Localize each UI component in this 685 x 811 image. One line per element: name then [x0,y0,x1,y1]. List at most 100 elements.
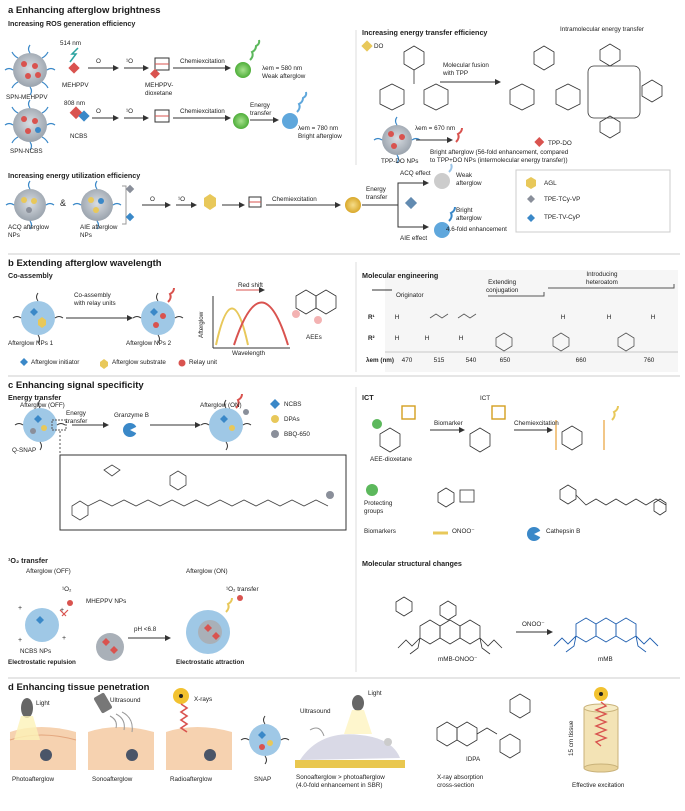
spn-mehppv-label: SPN-MEHPPV [6,94,48,101]
legend-bbq650: BBQ-650 [284,431,310,438]
mehppv-dioxetane: MEHPPV- dioxetane [145,82,174,97]
r1-cell: H [606,314,612,321]
mmb-structure [553,617,659,653]
xrays-label: X-rays [194,696,213,703]
legend-tpe-tcy-vp: TPE-TCy-VP [544,196,581,203]
chemi-label-c: Chemiexcitation [514,420,559,427]
do-label: DO [374,43,384,50]
cathepsin-label: Cathepsin B [546,528,581,535]
sono-comparison: Sonoafterglow > photoafterglow (4.0-fold… [296,774,385,789]
snap-label: SNAP [254,776,272,783]
hv-green-glow [235,62,251,78]
lambda-cell: 515 [433,357,445,364]
np-spn-ncbs [4,99,56,151]
np1-label: Afterglow NPs 1 [8,340,54,347]
afterglow-off: Afterglow (OFF) [20,402,65,409]
sonoafterglow: Sonoafterglow [92,776,133,783]
eu-title: Increasing energy utilization efficiency [8,171,141,180]
coassembly-relay: Co-assembly with relay units [74,292,116,307]
r1-cell: H [560,314,566,321]
np-assembled [186,597,233,654]
bright-56: Bright afterglow (56-fold enhancement, c… [430,149,569,164]
light-mouse: Light [368,690,382,697]
ultrasound-mouse: Ultrasound [300,708,331,715]
tpp-do-label: TPP-DO [548,140,572,147]
energy-transfer-title: Energy transfer [8,393,62,402]
ros-title: Increasing ROS generation efficiency [8,19,136,28]
weak-afterglow: Weak afterglow [262,73,306,80]
legend-substrate: Afterglow substrate [112,359,166,366]
radioafterglow: Radioafterglow [170,776,213,783]
r1-label: R¹ [368,314,375,321]
chemi-label-1: Chemiexcitation [180,58,225,65]
granzyme-b: Granzyme B [114,412,149,419]
peptide-structure [71,464,329,521]
lambda-780: λem = 780 nm [298,125,339,132]
legend-relay: Relay unit [189,359,218,366]
spn-ncbs-label: SPN-NCBS [10,148,43,155]
np-q-snap [14,399,67,451]
light-label: Light [36,700,50,707]
peptide-box [59,454,347,531]
np-spn-mehppv [4,44,56,96]
r2-cell: H [424,335,430,342]
introducing-heteroatom: Introducing heteroatom [586,271,618,286]
onoo-arrow-label: ONOO⁻ [522,621,545,628]
et-title: Increasing energy transfer efficiency [362,28,488,37]
tpp-do-nps: TPP-DO NPs [381,158,419,165]
tissue-radio [166,688,232,770]
acq-nps-label: ACQ afterglow NPs [8,224,49,239]
svg-text:+: + [62,635,66,642]
np-acq [5,180,55,230]
legend-box-a [515,169,671,233]
np-aie [72,180,122,230]
idpa-structure [436,693,531,759]
tissue-column [583,687,619,773]
enhancement-46: 4.6-fold enhancement [446,226,507,233]
legend-tpe-tv-cyp: TPE-TV-CyP [544,214,581,221]
np-snap [240,715,290,765]
mol-eng-title: Molecular engineering [362,271,439,280]
bright-afterglow-3: Bright afterglow [456,207,482,222]
msc-title: Molecular structural changes [362,559,462,568]
do-structure [379,45,449,111]
o2-label-1: O [96,58,101,65]
singlet-o2-2: ¹O [126,108,133,115]
legend-ncbs: NCBS [284,401,302,408]
chemi-label-3: Chemiexcitation [272,196,317,203]
mouse-illustration [295,695,405,768]
lambda-cell: 470 [401,357,413,364]
r2-label: R² [368,335,375,342]
r2-cell: H [458,335,464,342]
np2-label: Afterglow NPs 2 [126,340,172,347]
red-shift-plot [212,287,290,349]
section-a-title: a Enhancing afterglow brightness [8,5,161,16]
mehppv-diamond-icon [68,62,80,74]
photoafterglow: Photoafterglow [12,776,55,783]
aees-label: AEEs [306,334,322,341]
biomarker-label: Biomarker [434,420,463,427]
mol-eng-panel [385,270,678,372]
o2-transfer-2: ¹O₂ transfer [226,586,259,593]
tpp-do-structure [509,43,663,139]
r2-cell: H [394,335,400,342]
wl-514: 514 nm [60,40,82,47]
ncbs-label: NCBS [70,133,88,140]
onoo-label: ONOO⁻ [452,528,475,535]
np-activated [200,393,252,451]
biomarkers-label: Biomarkers [364,528,396,535]
red-shift: Red shift [238,282,263,289]
lambda-cell: 760 [643,357,655,364]
ultrasound-label: Ultrasound [110,697,141,704]
wavelength-axis: Wavelength [232,350,266,357]
chemi-label-2: Chemiexcitation [180,108,225,115]
weak-afterglow-3: Weak afterglow [456,172,482,187]
np-mehppv [96,633,124,661]
lambda-670: λem = 670 nm [415,125,456,132]
singlet-o2-small: ¹O₂ [62,586,72,593]
ict-title: ICT [362,393,374,402]
legend-dpas: DPAs [284,416,300,423]
mehppv-label: MEHPPV [62,82,89,89]
tissue-photo [9,698,77,770]
o2-label-3: O [150,196,155,203]
